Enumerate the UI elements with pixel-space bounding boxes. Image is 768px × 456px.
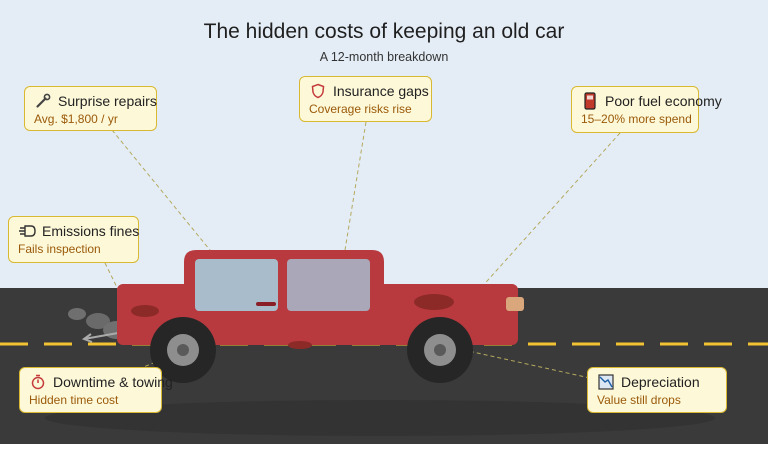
callout-downtime-towing: Downtime & towing Hidden time cost [19, 367, 173, 413]
callout-label: Downtime & towing [53, 374, 173, 390]
wrench-icon [34, 93, 52, 109]
callout-detail: Hidden time cost [29, 393, 119, 407]
rust-spot [131, 305, 159, 317]
callout-surprise-repairs: Surprise repairs Avg. $1,800 / yr [24, 86, 157, 131]
road-shadow [45, 400, 715, 436]
callout-depreciation: Depreciation Value still drops [587, 367, 727, 413]
fuel-pump-icon [581, 92, 599, 110]
shield-icon [309, 83, 327, 99]
exhaust-icon [18, 223, 36, 239]
callout-detail: 15–20% more spend [581, 112, 692, 126]
callout-insurance-gaps: Insurance gaps Coverage risks rise [299, 76, 432, 122]
front-window [195, 259, 278, 311]
stopwatch-icon [29, 374, 47, 390]
rust-spot [414, 294, 454, 310]
callout-label: Emissions fines [42, 223, 140, 239]
front-wheel [407, 317, 473, 383]
callout-label: Surprise repairs [58, 93, 157, 109]
callout-detail: Avg. $1,800 / yr [34, 112, 118, 126]
rear-window [287, 259, 370, 311]
callout-detail: Coverage risks rise [309, 102, 412, 116]
door-handle [256, 302, 276, 306]
chart-down-icon [597, 374, 615, 390]
callout-label: Insurance gaps [333, 83, 429, 99]
rear-wheel [150, 317, 216, 383]
headlight [506, 297, 524, 311]
callout-label: Poor fuel economy [605, 93, 722, 109]
callout-label: Depreciation [621, 374, 700, 390]
page-title: The hidden costs of keeping an old car [203, 20, 565, 43]
car [117, 250, 524, 349]
callout-poor-fuel-economy: Poor fuel economy 15–20% more spend [571, 86, 722, 133]
callout-emissions-fines: Emissions fines Fails inspection [8, 216, 139, 263]
callout-detail: Fails inspection [18, 242, 101, 256]
callout-detail: Value still drops [597, 393, 681, 407]
page-subtitle: A 12-month breakdown [319, 50, 449, 64]
road-shoulder [0, 444, 768, 456]
rust-spot [288, 341, 312, 349]
